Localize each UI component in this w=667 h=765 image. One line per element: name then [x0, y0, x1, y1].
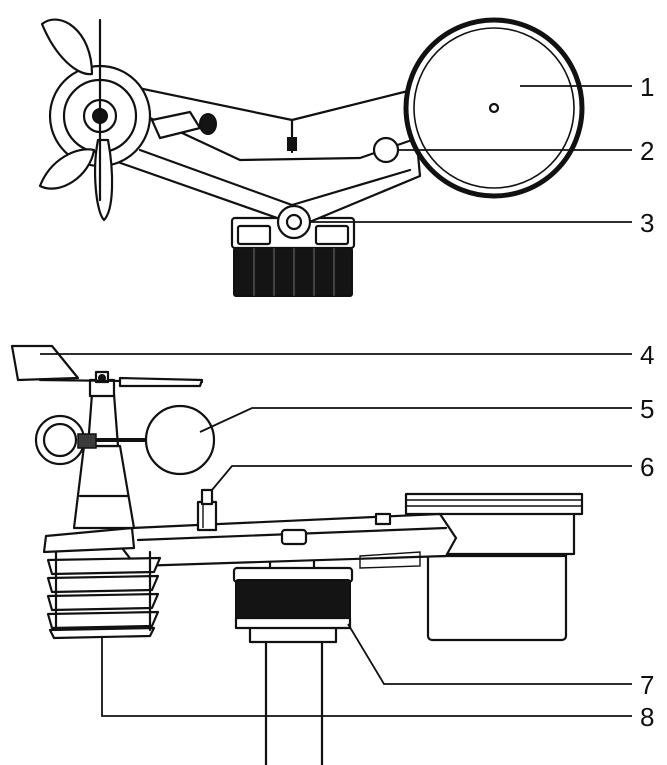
callout-6: 6	[640, 452, 654, 482]
mounting-screw	[276, 204, 312, 240]
callout-5: 5	[640, 394, 654, 424]
leader-lines	[40, 85, 632, 717]
callout-numbers: 1 2 3 4 5 6 7 8	[640, 72, 654, 732]
bubble-level	[372, 136, 400, 164]
top-rain-collector	[403, 17, 585, 199]
wind-tower	[72, 370, 136, 530]
leader-line-6	[211, 465, 632, 491]
wind-vane	[10, 344, 204, 388]
callout-4: 4	[640, 340, 654, 370]
transmitter-antenna	[196, 488, 218, 532]
callout-1: 1	[640, 72, 654, 102]
callout-7: 7	[640, 670, 654, 700]
mounting-pole	[248, 624, 338, 765]
side-view	[10, 344, 584, 765]
side-base-body	[120, 512, 458, 569]
callout-8: 8	[640, 702, 654, 732]
wind-cups	[34, 404, 216, 476]
leader-line-7	[347, 623, 632, 685]
leader-line-8	[101, 638, 632, 717]
radiation-shield	[42, 526, 162, 640]
top-solar-panel	[230, 216, 356, 297]
top-anemometer	[38, 18, 217, 222]
callout-2: 2	[640, 136, 654, 166]
callout-3: 3	[640, 208, 654, 238]
leader-line-5	[199, 407, 632, 433]
top-view	[38, 17, 585, 297]
